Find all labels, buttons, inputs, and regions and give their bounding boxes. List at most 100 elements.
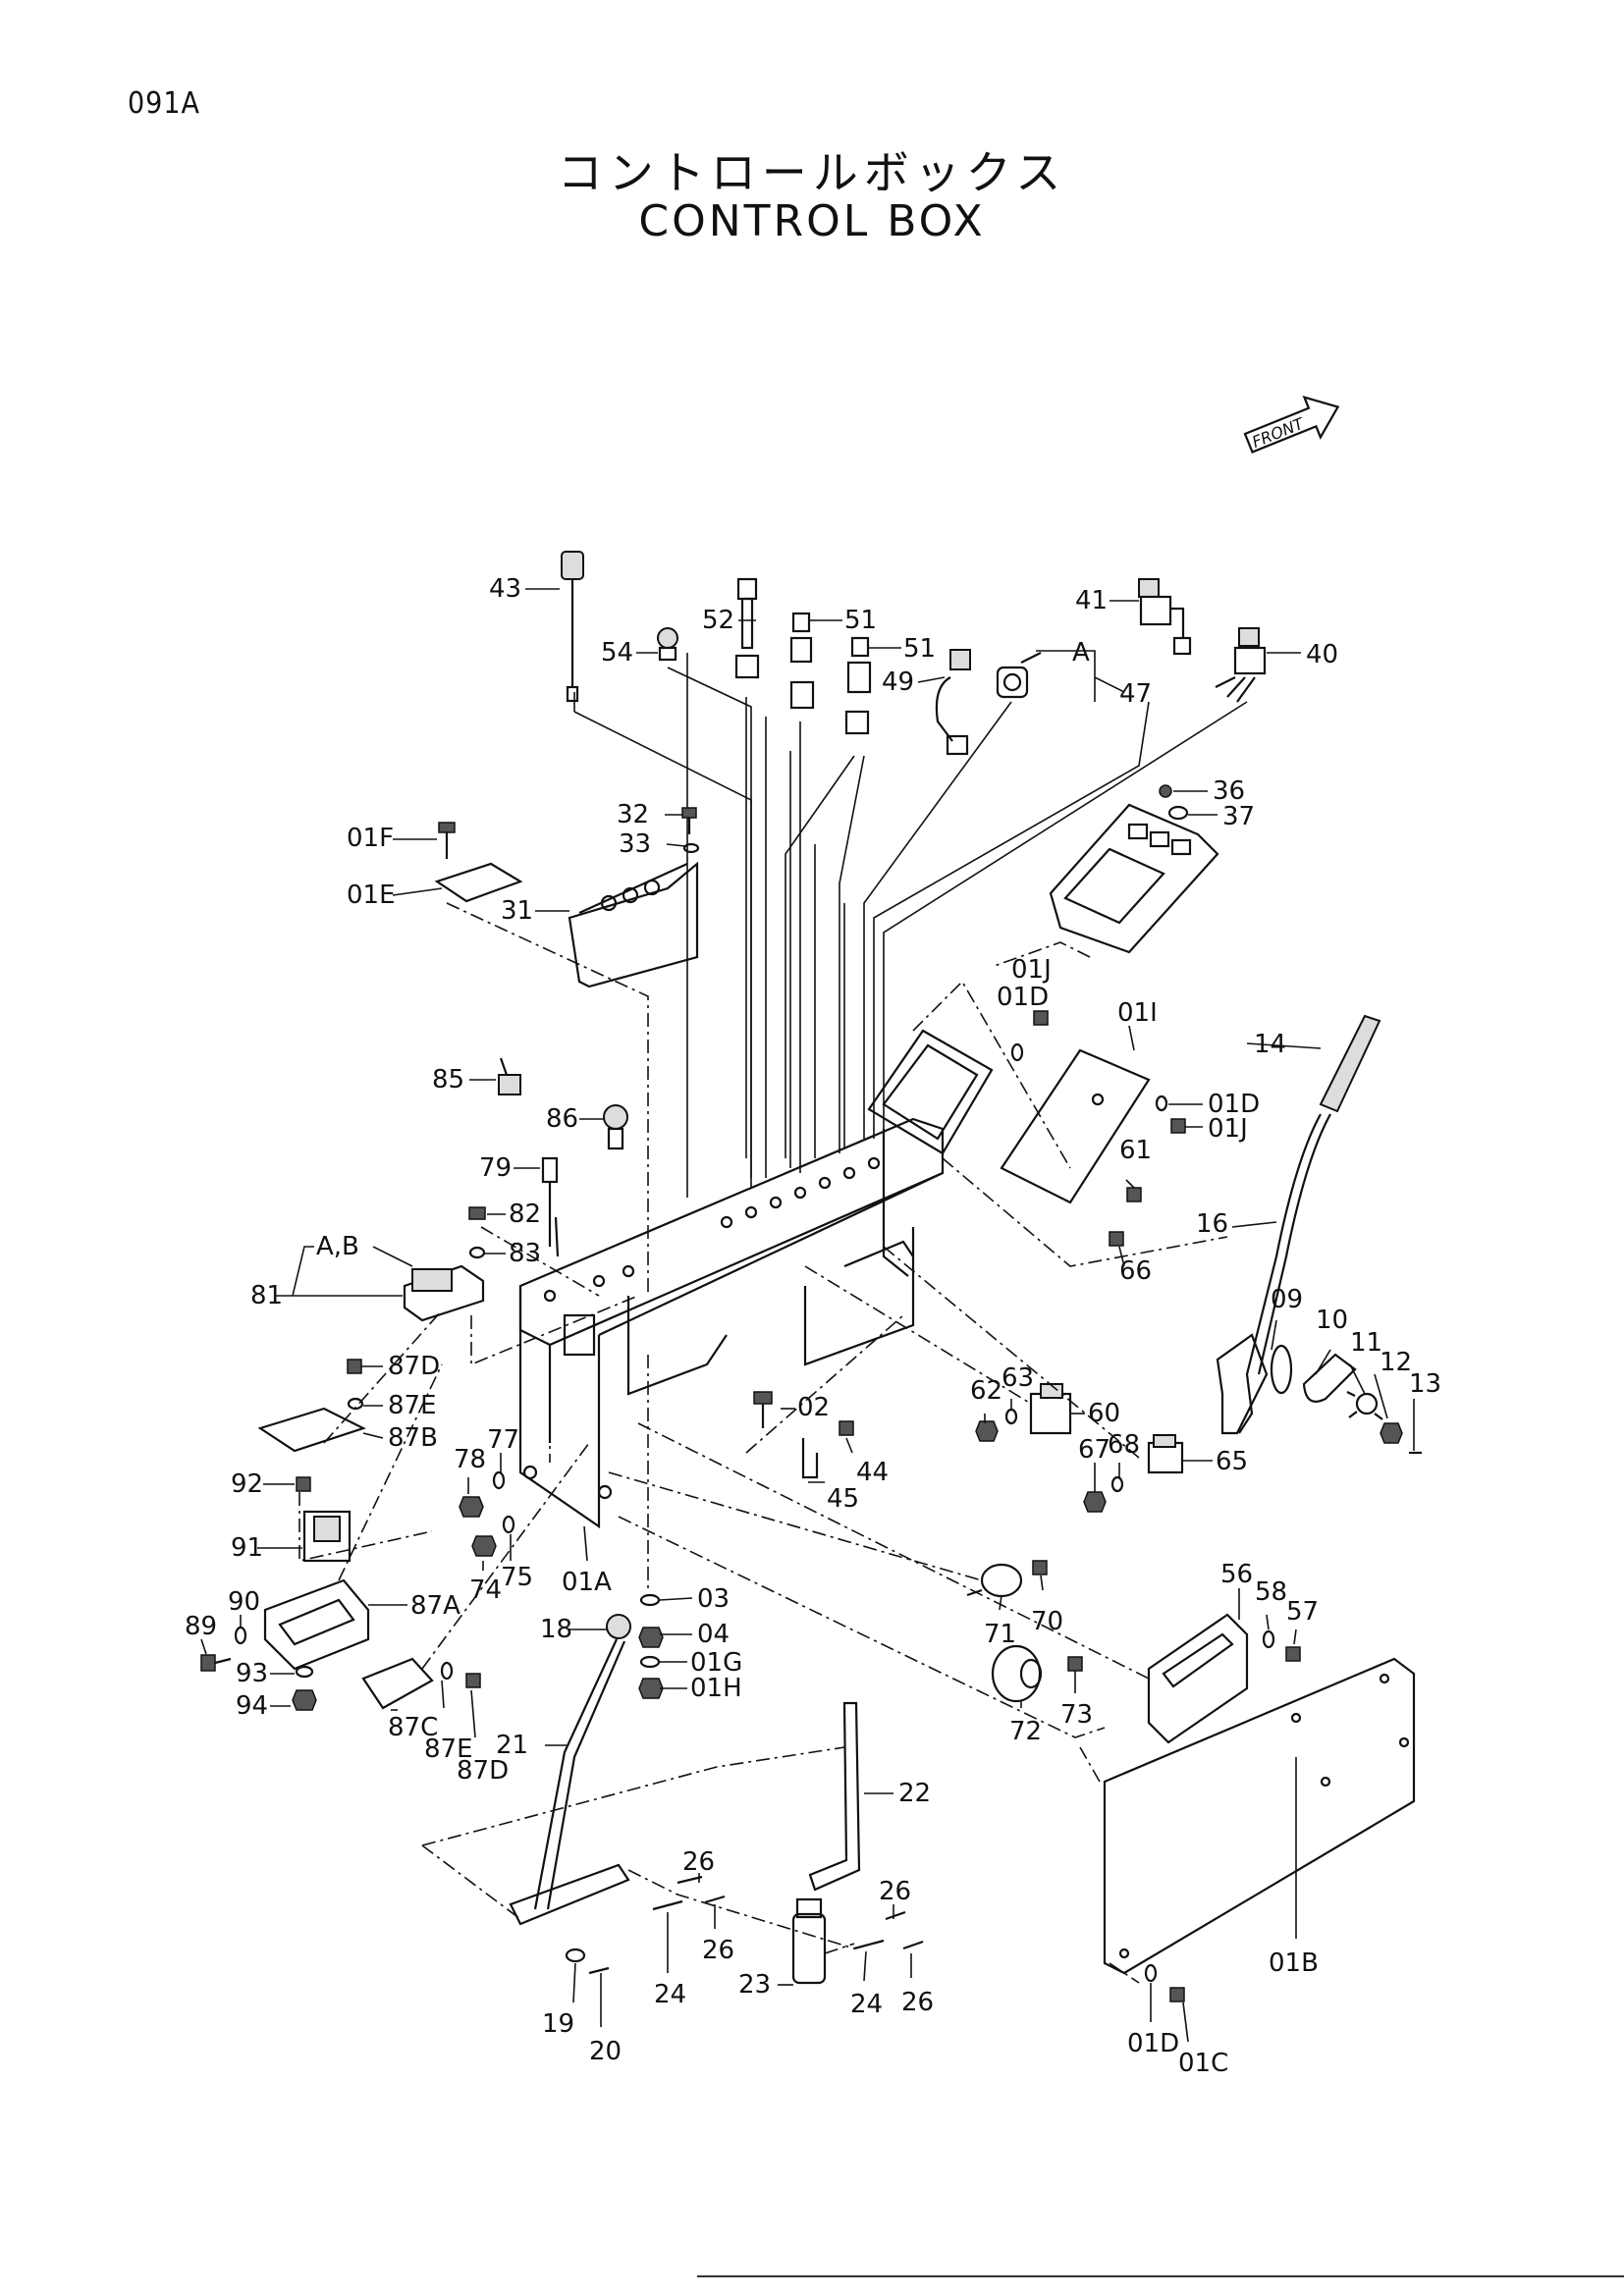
callout-40: 40: [1306, 640, 1338, 669]
callout-58: 58: [1255, 1577, 1287, 1607]
callout-87D-a: 87D: [388, 1352, 440, 1381]
callout-32: 32: [617, 800, 649, 829]
part-36-screw: [1159, 784, 1172, 798]
callout-41: 41: [1075, 586, 1108, 615]
part-24-pin-b: [853, 1939, 885, 1950]
part-87D-screw-a: [347, 1359, 362, 1374]
callout-87E-b: 87E: [424, 1735, 473, 1764]
part-23-cylinder: [791, 1897, 827, 1985]
callout-83: 83: [509, 1239, 541, 1268]
part-31-panel-box: [568, 861, 699, 988]
callout-01D-b: 01D: [1208, 1090, 1260, 1119]
callout-62: 62: [970, 1376, 1002, 1406]
part-82-screw: [468, 1206, 486, 1220]
callout-87A: 87A: [410, 1591, 460, 1621]
callout-67: 67: [1078, 1435, 1110, 1465]
callout-20: 20: [589, 2037, 622, 2066]
callout-01J-b: 01J: [1208, 1114, 1248, 1144]
part-16-lever: [1216, 1113, 1331, 1435]
front-arrow: FRONT: [1243, 395, 1340, 454]
part-09-disc: [1270, 1344, 1293, 1395]
callout-86: 86: [546, 1104, 578, 1134]
part-86-socket: [603, 1104, 628, 1150]
callout-22: 22: [898, 1779, 931, 1808]
callout-70: 70: [1031, 1607, 1063, 1636]
part-73-screw: [1067, 1656, 1083, 1672]
callout-82: 82: [509, 1200, 541, 1229]
part-02-bolt: [753, 1391, 773, 1428]
part-26-pin-a: [677, 1875, 703, 1885]
callout-72: 72: [1009, 1717, 1042, 1746]
part-93-washer: [295, 1665, 314, 1679]
callout-01D-a: 01D: [997, 983, 1049, 1012]
callout-57: 57: [1286, 1597, 1319, 1627]
callout-21: 21: [496, 1731, 528, 1760]
part-01J-screw-a: [1033, 1010, 1049, 1026]
part-01B-side-panel: [1103, 1657, 1416, 1975]
part-40-relay: [1215, 627, 1267, 703]
callout-26-d: 26: [901, 1988, 934, 2017]
part-01E-cover-plate: [434, 862, 523, 903]
callout-49: 49: [882, 667, 914, 697]
callout-51-a: 51: [844, 606, 877, 635]
part-18-knob: [606, 1614, 631, 1639]
part-33-washer: [682, 842, 700, 854]
bottom-rule: [697, 2275, 1624, 2277]
callout-24-b: 24: [850, 1990, 883, 2019]
callout-90: 90: [228, 1587, 260, 1617]
callout-04: 04: [697, 1620, 730, 1649]
part-83-washer: [468, 1246, 486, 1259]
callout-66: 66: [1119, 1256, 1152, 1286]
callout-60: 60: [1088, 1399, 1120, 1428]
part-67-nut: [1083, 1491, 1107, 1513]
callout-61: 61: [1119, 1136, 1152, 1165]
part-90-washer: [234, 1626, 247, 1645]
callout-10: 10: [1316, 1306, 1348, 1335]
part-70-screw: [1032, 1560, 1048, 1575]
callout-75: 75: [501, 1563, 533, 1592]
part-19-washer: [565, 1948, 586, 1963]
callout-87B: 87B: [388, 1423, 438, 1453]
callout-79: 79: [479, 1153, 512, 1183]
part-52-switch: [734, 577, 760, 679]
part-01D-washer-c: [1144, 1963, 1158, 1983]
part-24-pin-a: [652, 1899, 683, 1911]
part-26-pin-d: [902, 1940, 924, 1950]
part-26-pin-b: [704, 1895, 726, 1904]
callout-26-c: 26: [879, 1877, 911, 1906]
callout-33: 33: [619, 829, 651, 859]
part-44-screw: [839, 1420, 854, 1436]
part-20-cotter: [588, 1966, 610, 1975]
callout-01G: 01G: [690, 1648, 742, 1678]
callout-47: 47: [1119, 679, 1152, 709]
part-14-lever-grip: [1319, 1014, 1381, 1113]
part-01C-screw: [1169, 1987, 1185, 2002]
part-10-cam: [1302, 1353, 1357, 1403]
callout-01F: 01F: [347, 824, 394, 853]
callout-12: 12: [1380, 1348, 1412, 1377]
part-47-key-switch: [996, 652, 1042, 699]
callout-24-a: 24: [654, 1980, 686, 2009]
callout-leaders: [200, 588, 1415, 2043]
callout-01A: 01A: [562, 1568, 612, 1597]
part-37-washer: [1167, 805, 1189, 821]
callout-45: 45: [827, 1484, 859, 1514]
callout-77: 77: [487, 1425, 519, 1455]
callout-94: 94: [236, 1691, 268, 1721]
callout-36: 36: [1213, 776, 1245, 806]
title-english: CONTROL BOX: [638, 196, 986, 246]
callout-01E: 01E: [347, 881, 396, 910]
housing-holes: [543, 1156, 881, 1303]
part-51-switch-b: [844, 636, 872, 735]
part-79-fuse: [541, 1156, 560, 1257]
callout-14: 14: [1254, 1030, 1286, 1059]
part-68-washer: [1110, 1475, 1124, 1493]
part-61-screw: [1126, 1187, 1142, 1202]
part-58-washer: [1262, 1629, 1275, 1649]
part-74-nut: [471, 1535, 497, 1557]
part-monitor-panel: [1049, 803, 1219, 954]
part-89-bolt: [200, 1654, 232, 1672]
part-81-relay-block: [403, 1264, 485, 1322]
callout-A-B: A,B: [316, 1232, 359, 1261]
